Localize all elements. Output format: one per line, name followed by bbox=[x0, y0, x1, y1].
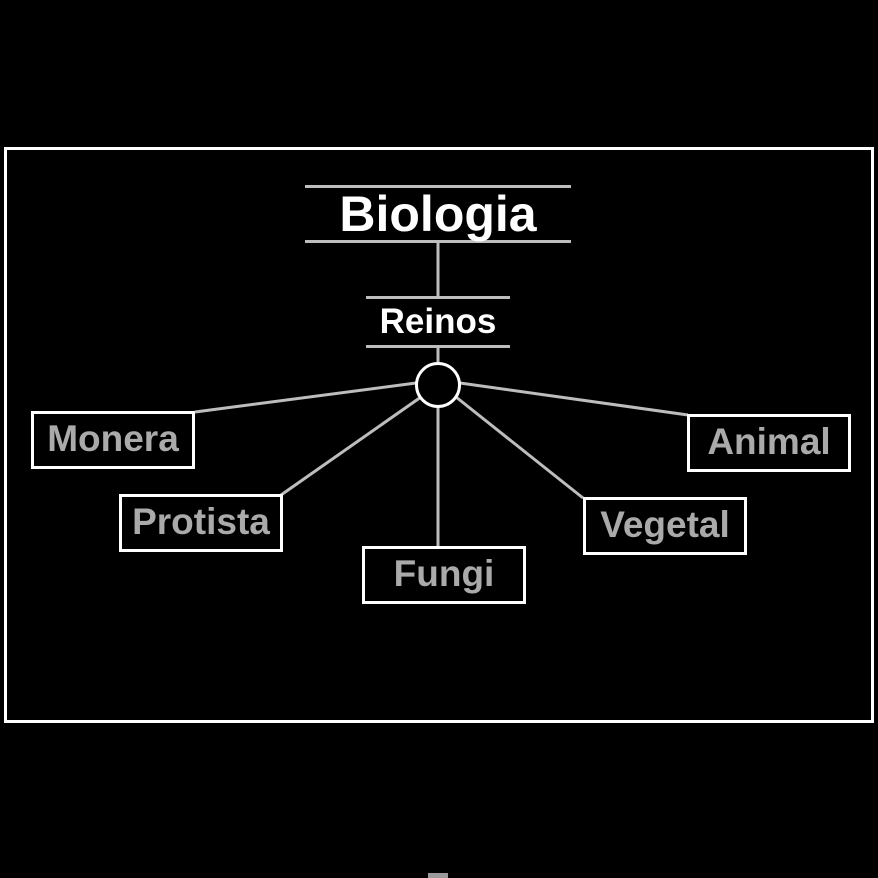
scroll-indicator[interactable] bbox=[428, 873, 448, 878]
node-vegetal: Vegetal bbox=[583, 497, 747, 555]
connector-hub-vegetal bbox=[455, 395, 584, 500]
node-protista: Protista bbox=[119, 494, 283, 552]
connector-hub-animal bbox=[459, 381, 689, 417]
connector-hub-monera bbox=[194, 381, 417, 414]
node-fungi: Fungi bbox=[362, 546, 526, 604]
connector-hub-protista bbox=[280, 395, 422, 497]
slide-frame bbox=[4, 147, 874, 723]
node-monera: Monera bbox=[31, 411, 195, 469]
hub-circle bbox=[415, 362, 461, 408]
diagram-title: Biologia bbox=[305, 185, 571, 243]
diagram-subtitle: Reinos bbox=[366, 296, 510, 348]
node-animal: Animal bbox=[687, 414, 851, 472]
